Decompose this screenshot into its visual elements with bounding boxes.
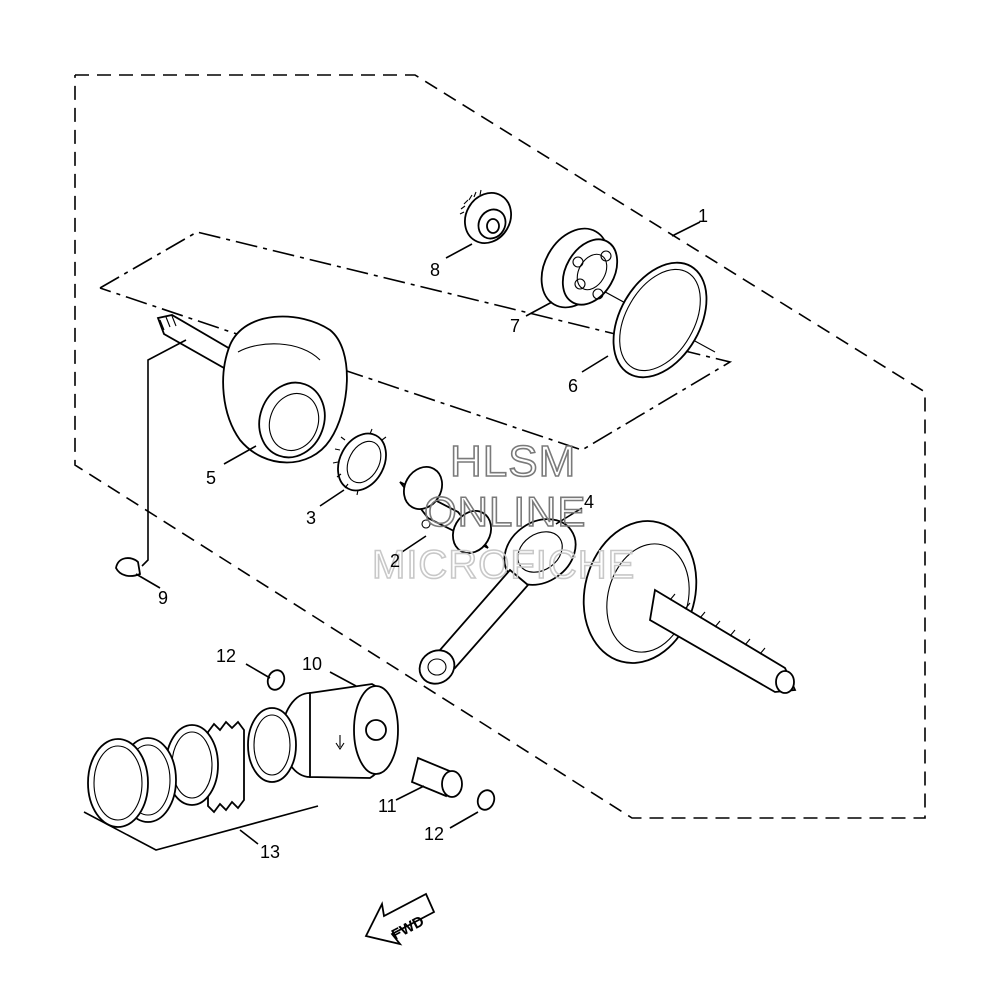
connecting-rod-part (418, 518, 577, 685)
callout-12-right: 12 (424, 824, 444, 844)
ball-bearing-part (540, 227, 619, 309)
callout-7: 7 (510, 316, 520, 336)
woodruff-key-part (115, 557, 142, 577)
callout-6: 6 (568, 376, 578, 396)
piston-group (87, 669, 496, 828)
forward-arrow: FWD (364, 892, 436, 946)
subgroup-outline-dashdot (99, 231, 733, 451)
callout-5: 5 (206, 468, 216, 488)
crank-right-part (582, 520, 797, 694)
callout-10: 10 (302, 654, 322, 674)
callout-4: 4 (584, 492, 594, 512)
callout-1: 1 (698, 206, 708, 226)
watermark-line-2: ONLINE (424, 488, 586, 535)
needle-bearing-part (332, 428, 387, 496)
pinion-gear-part (459, 189, 512, 244)
assembly-outline-dashed (74, 74, 926, 819)
crank-pin-part (399, 466, 492, 554)
leader-lines (83, 221, 701, 851)
callout-9: 9 (158, 588, 168, 608)
callout-11: 11 (378, 796, 397, 816)
callout-8: 8 (430, 260, 440, 280)
watermark-line-1: HLSM (450, 437, 576, 486)
callout-3: 3 (306, 508, 316, 528)
callout-12-left: 12 (216, 646, 236, 666)
circlip-part (612, 261, 708, 379)
crank-left-part (156, 314, 348, 464)
callout-13: 13 (260, 842, 280, 862)
watermark-line-3: MICROFICHE (372, 543, 635, 587)
callout-2: 2 (390, 551, 400, 571)
